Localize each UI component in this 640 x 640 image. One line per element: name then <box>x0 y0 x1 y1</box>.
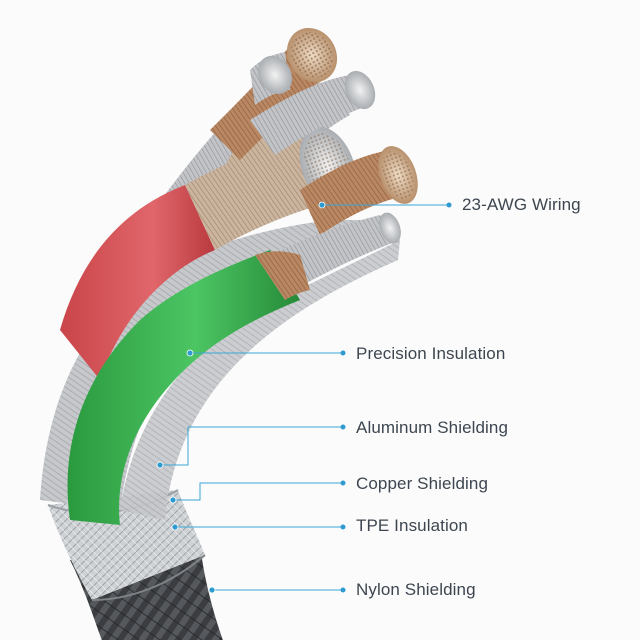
callout-dot-icon <box>340 480 346 486</box>
callout-dot-icon <box>171 523 179 531</box>
callout-dot-icon <box>446 202 452 208</box>
callout-lines <box>156 201 452 594</box>
green-insulated-wire <box>67 250 310 525</box>
callout-label-tpe: TPE Insulation <box>356 516 468 535</box>
callout-label-nylon: Nylon Shielding <box>356 580 476 599</box>
callout-dot-icon <box>208 586 216 594</box>
callout-label-aluminum: Aluminum Shielding <box>356 418 509 437</box>
callout-dot-icon <box>186 349 194 357</box>
callout-dot-icon <box>340 524 346 530</box>
callout-dot-icon <box>156 461 164 469</box>
callout-label-wiring: 23-AWG Wiring <box>462 195 581 214</box>
callout-dot-icon <box>169 496 177 504</box>
callout-dot-icon <box>318 201 326 209</box>
callout-label-precision: Precision Insulation <box>356 344 506 363</box>
callout-dot-icon <box>340 350 346 356</box>
callout-line-aluminum <box>160 426 343 466</box>
callout-label-copper: Copper Shielding <box>356 474 489 493</box>
copper-conductors <box>210 27 418 235</box>
callout-line-copper <box>173 482 343 501</box>
callout-dot-icon <box>340 424 346 430</box>
callout-dot-icon <box>340 587 346 593</box>
